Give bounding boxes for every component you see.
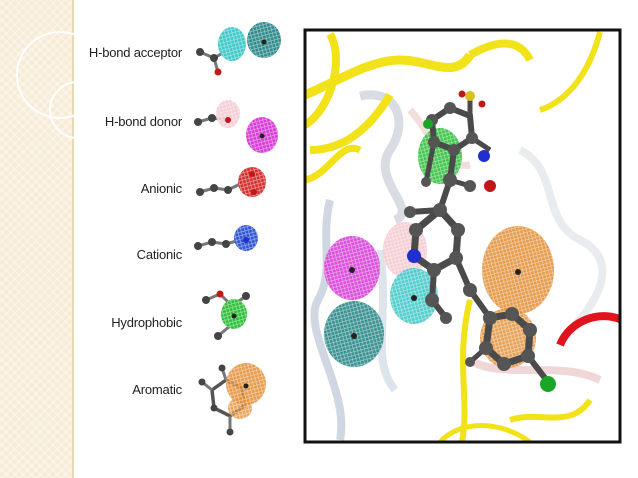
panel-frame — [303, 28, 622, 444]
decorative-side-strip — [0, 0, 72, 478]
legend-label-hbond-acceptor: H-bond acceptor — [88, 45, 182, 60]
hbond-acceptor-icon — [196, 22, 281, 76]
protein-ribbon-white — [310, 199, 346, 441]
protein-ribbon-red — [556, 312, 620, 347]
protein-ribbon-yellow — [305, 144, 362, 184]
protein-ribbon-yellow — [468, 39, 534, 63]
protein-ribbon-yellow — [438, 423, 532, 442]
protein-ribbon-yellow — [309, 92, 394, 154]
ligand-molecule — [404, 90, 556, 392]
decorative-ring — [49, 81, 107, 139]
protein-ribbon-yellow — [305, 32, 340, 129]
pharmacophore-aromatic-sphere — [482, 226, 554, 314]
protein-ribbon-white — [517, 146, 607, 333]
side-strip-edge — [72, 0, 74, 478]
pharmacophore-hbond-donor-sphere — [324, 236, 380, 300]
protein-ribbon-yellow — [509, 398, 593, 423]
legend-label-cationic: Cationic — [136, 247, 183, 262]
hbond-donor-icon — [194, 100, 278, 153]
cationic-icon — [194, 225, 258, 251]
legend-label-hbond-donor: H-bond donor — [104, 114, 182, 129]
protein-ribbon-white — [467, 356, 602, 384]
protein-ribbon-yellow — [538, 31, 603, 113]
pharmacophore-hbond-acceptor-sphere — [324, 301, 384, 367]
anionic-icon — [196, 167, 266, 197]
hydrophobic-icon — [202, 290, 250, 340]
legend-label-aromatic: Aromatic — [132, 382, 182, 397]
legend-label-anionic: Anionic — [140, 181, 182, 196]
aromatic-icon — [198, 363, 266, 436]
decorative-ring — [16, 31, 104, 119]
legend-label-hydrophobic: Hydrophobic — [111, 315, 182, 330]
binding-site-panel — [303, 28, 622, 444]
pharmacophore-acceptor-cyan-sphere — [390, 268, 438, 324]
